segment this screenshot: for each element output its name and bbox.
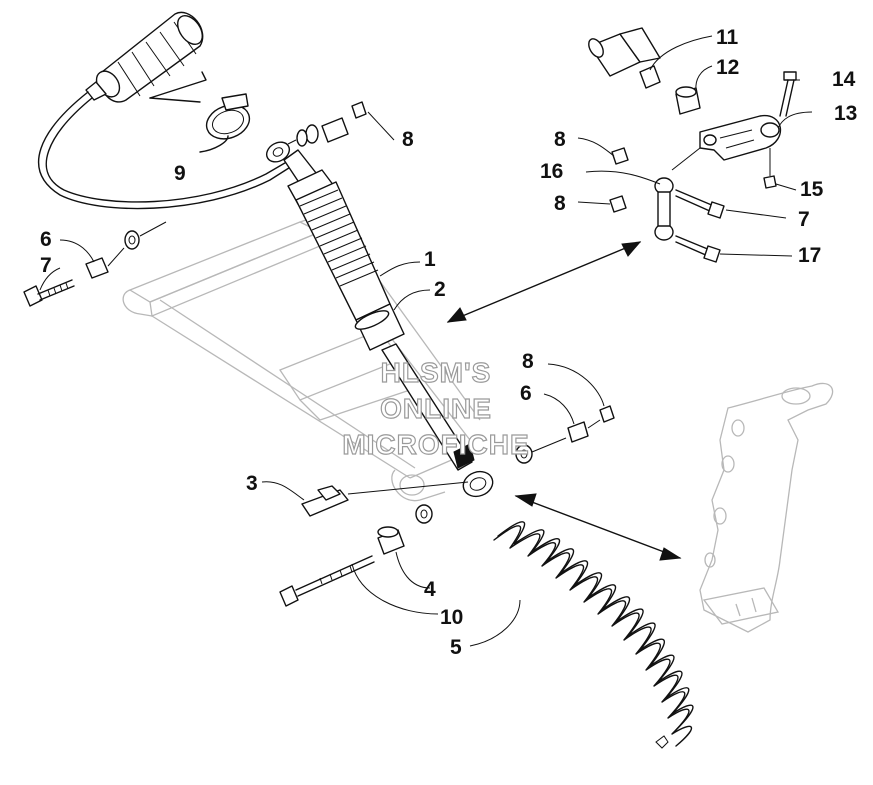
callout-10: 10 <box>440 606 463 629</box>
callout-12: 12 <box>716 56 739 79</box>
callout-1: 1 <box>424 248 436 271</box>
callout-8-upper: 8 <box>554 128 566 151</box>
callout-15: 15 <box>800 178 824 201</box>
watermark-line-1: HLSM'S <box>381 357 492 388</box>
reservoir-hose <box>37 91 293 210</box>
reservoir-arrow <box>149 71 207 103</box>
callout-6-left: 6 <box>40 228 52 251</box>
linkage-assembly <box>588 27 797 263</box>
shock-absorber <box>265 141 494 498</box>
left-bolt-group <box>23 221 167 307</box>
watermark: HLSM'S ONLINE MICROFICHE <box>342 356 530 460</box>
callout-14: 14 <box>832 68 856 91</box>
arrow-upper <box>446 241 642 323</box>
watermark-line-3: MICROFICHE <box>342 429 529 460</box>
top-mount-hardware <box>287 101 367 147</box>
callout-16: 16 <box>540 160 563 183</box>
hose-clamp <box>199 93 251 153</box>
callout-11: 11 <box>716 26 739 49</box>
callout-3: 3 <box>246 472 258 495</box>
callout-13: 13 <box>834 102 857 125</box>
leader-lines <box>39 35 813 647</box>
callout-8-link: 8 <box>554 192 566 215</box>
shock-reservoir <box>85 11 204 103</box>
callout-5: 5 <box>450 636 462 659</box>
steering-knuckle <box>699 382 834 633</box>
callout-9: 9 <box>174 162 186 185</box>
callout-17: 17 <box>798 244 821 267</box>
callout-7-left: 7 <box>40 254 52 277</box>
callout-4: 4 <box>424 578 436 601</box>
callout-8-mount: 8 <box>402 128 414 151</box>
callout-8-lower: 8 <box>522 350 534 373</box>
callout-labels: 11 12 14 13 8 8 16 8 15 7 17 9 6 7 1 2 8… <box>40 26 857 659</box>
lower-mount-hardware <box>279 405 615 607</box>
watermark-line-2: ONLINE <box>380 393 492 424</box>
arrow-lower <box>514 493 682 561</box>
coil-spring <box>493 521 694 749</box>
callout-7-right: 7 <box>798 208 810 231</box>
callout-2: 2 <box>434 278 446 301</box>
callout-6-lower: 6 <box>520 382 532 405</box>
